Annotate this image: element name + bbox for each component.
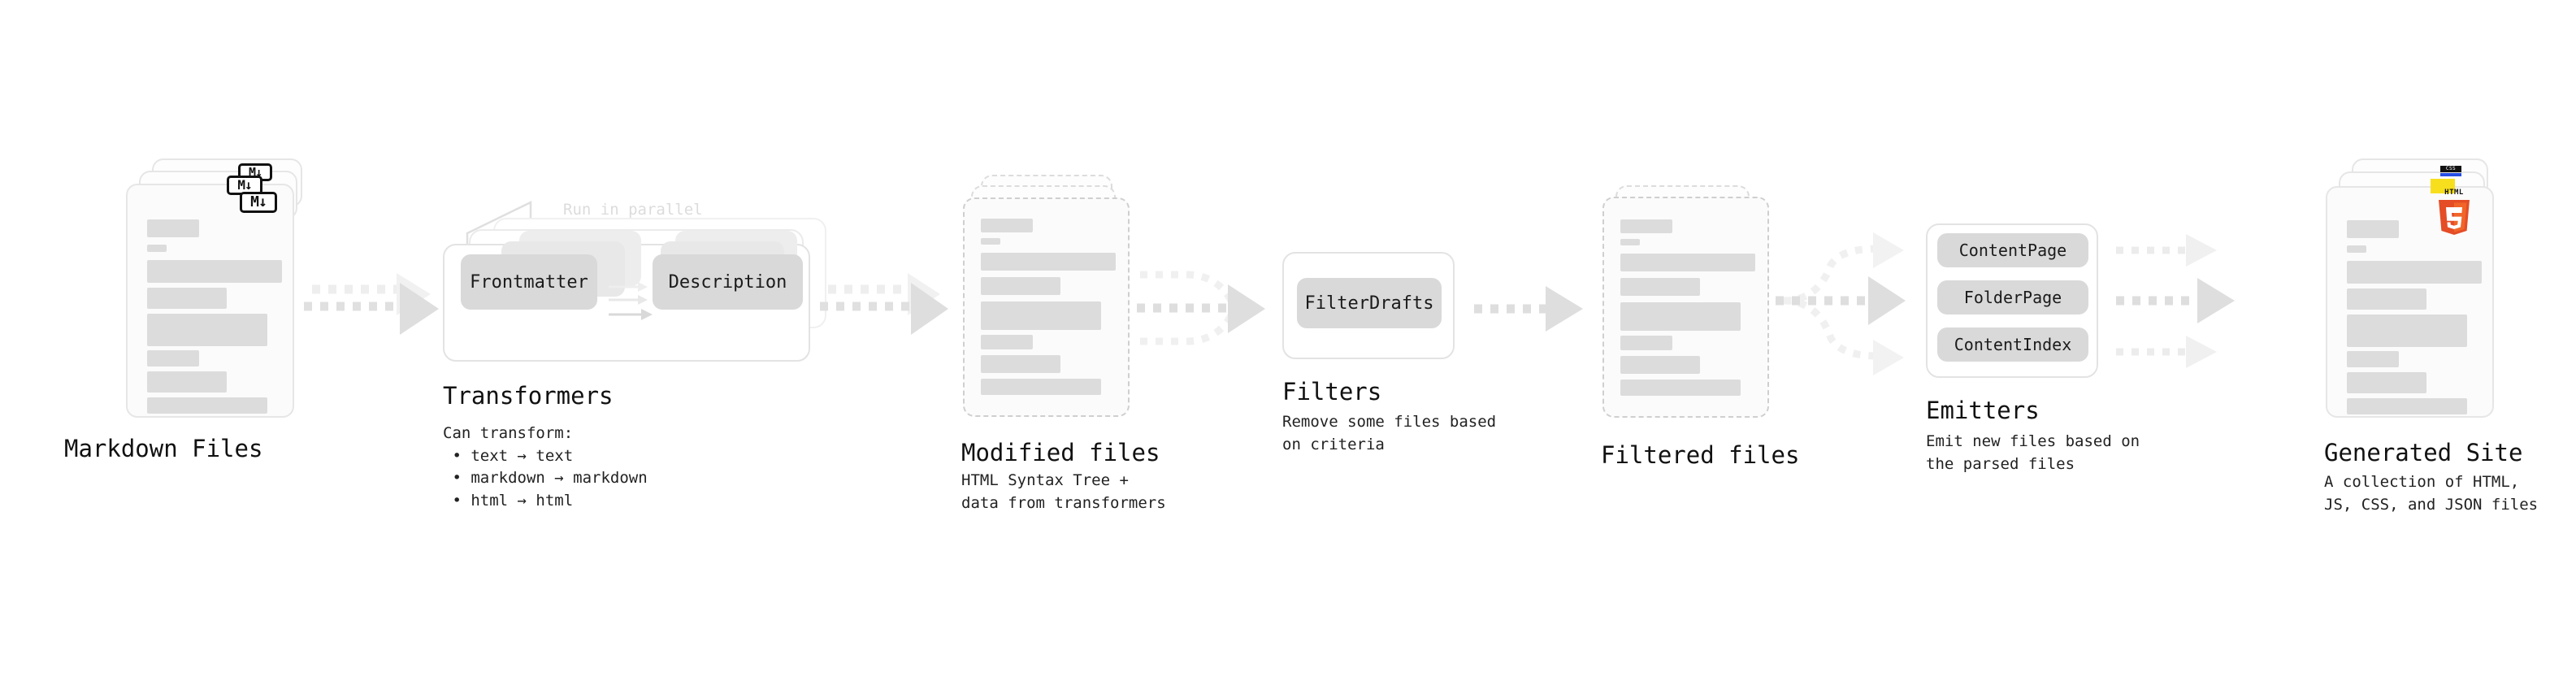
- markdown-card-front: [126, 184, 294, 418]
- content-bar: [2347, 245, 2366, 253]
- stage-title: Emitters: [1926, 397, 2040, 424]
- chip-folderpage[interactable]: FolderPage: [1937, 280, 2088, 314]
- content-bar: [2347, 261, 2482, 284]
- transformer-inner-arrows: [609, 282, 653, 320]
- css3-icon: CSS: [2440, 166, 2461, 177]
- html5-icon: HTML: [2436, 189, 2472, 236]
- parallel-bracket-icon: [466, 201, 532, 248]
- connector-modified-to-filters: [1137, 271, 1265, 345]
- content-bar: [981, 301, 1101, 330]
- content-bar: [1620, 278, 1700, 296]
- content-bar: [981, 238, 1000, 245]
- site-card-front: [2326, 186, 2494, 418]
- content-bar: [1620, 380, 1741, 396]
- content-bar: [1620, 254, 1755, 271]
- site-card-stack: CSS HTML: [2326, 158, 2513, 419]
- modified-card-front: [963, 197, 1130, 417]
- content-bar: [147, 288, 227, 309]
- connector-transformers-to-modified: [820, 273, 948, 335]
- content-bar: [981, 277, 1060, 295]
- chip-label: Description: [668, 271, 787, 293]
- content-bar: [2347, 372, 2426, 393]
- javascript-icon: [2431, 179, 2455, 193]
- site-card-content: [2327, 188, 2492, 416]
- content-bar: [1620, 219, 1672, 233]
- content-bar: [981, 355, 1060, 373]
- chip-label: FilterDrafts: [1304, 293, 1434, 314]
- content-bar: [147, 219, 199, 237]
- modified-card-content: [965, 199, 1128, 415]
- content-bar: [981, 253, 1116, 271]
- stage-subtitle: Emit new files based on the parsed files: [1926, 432, 2140, 473]
- stage-subtitle: Remove some files based on criteria: [1282, 413, 1497, 453]
- content-bar: [147, 350, 199, 367]
- stage-generated-site: CSS HTML Generated Site A collection of …: [2324, 158, 2538, 514]
- filtered-card-content: [1604, 198, 1767, 416]
- filtered-card-front: [1602, 197, 1769, 418]
- content-bar: [147, 314, 267, 346]
- content-bar: [1620, 336, 1672, 350]
- chip-filterdrafts[interactable]: FilterDrafts: [1297, 278, 1442, 328]
- stage-subtitle: HTML Syntax Tree + data from transformer…: [961, 471, 1166, 512]
- stage-title: Filtered files: [1601, 441, 1800, 469]
- content-bar: [147, 245, 167, 252]
- connector-md-to-transformers: [304, 273, 439, 335]
- content-bar: [981, 219, 1033, 232]
- chip-label: Frontmatter: [470, 271, 588, 293]
- content-bar: [147, 260, 282, 283]
- content-bar: [147, 371, 227, 393]
- modified-card-stack: [963, 175, 1134, 435]
- connector-filters-to-filtered: [1474, 286, 1583, 332]
- content-bar: [147, 397, 267, 414]
- chip-description[interactable]: Description: [653, 254, 803, 310]
- chip-contentindex[interactable]: ContentIndex: [1937, 327, 2088, 362]
- content-bar: [2347, 398, 2467, 414]
- content-bar: [2347, 351, 2399, 367]
- content-bar: [2347, 314, 2467, 347]
- connector-emitters-to-site: [2116, 234, 2235, 368]
- stage-title: Markdown Files: [64, 435, 263, 462]
- content-bar: [2347, 220, 2399, 238]
- stage-filtered-files: Filtered files: [1601, 185, 1799, 469]
- stage-markdown-files: M↓ M↓ M↓ Markdown Files: [64, 158, 313, 462]
- chip-label: ContentIndex: [1954, 335, 2072, 354]
- stage-title: Transformers: [443, 382, 614, 410]
- content-bar: [1620, 356, 1700, 374]
- content-bar: [981, 379, 1101, 395]
- stage-title: Filters: [1282, 378, 1382, 406]
- chip-label: FolderPage: [1963, 288, 2062, 307]
- stage-title: Generated Site: [2324, 439, 2523, 466]
- stage-title: Modified files: [961, 439, 1160, 466]
- markdown-icon: M↓: [240, 192, 277, 213]
- stage-subtitle: Can transform: • text → text • markdown …: [443, 424, 648, 510]
- markdown-card-content: [128, 185, 293, 416]
- content-bar: [2347, 288, 2426, 310]
- stage-subtitle: A collection of HTML, JS, CSS, and JSON …: [2324, 473, 2539, 514]
- parallel-note: Run in parallel: [563, 201, 703, 219]
- connector-filtered-to-emitters: [1776, 232, 1906, 375]
- chip-label: ContentPage: [1958, 241, 2067, 260]
- filtered-card-stack: [1602, 185, 1773, 437]
- content-bar: [1620, 302, 1741, 331]
- chip-frontmatter[interactable]: Frontmatter: [461, 254, 597, 310]
- html5-wordmark: HTML: [2444, 189, 2464, 197]
- chip-contentpage[interactable]: ContentPage: [1937, 233, 2088, 267]
- content-bar: [981, 335, 1033, 349]
- content-bar: [1620, 239, 1640, 245]
- markdown-card-stack: M↓ M↓ M↓: [126, 158, 313, 419]
- stage-modified-files: Modified files HTML Syntax Tree + data f…: [961, 175, 1166, 512]
